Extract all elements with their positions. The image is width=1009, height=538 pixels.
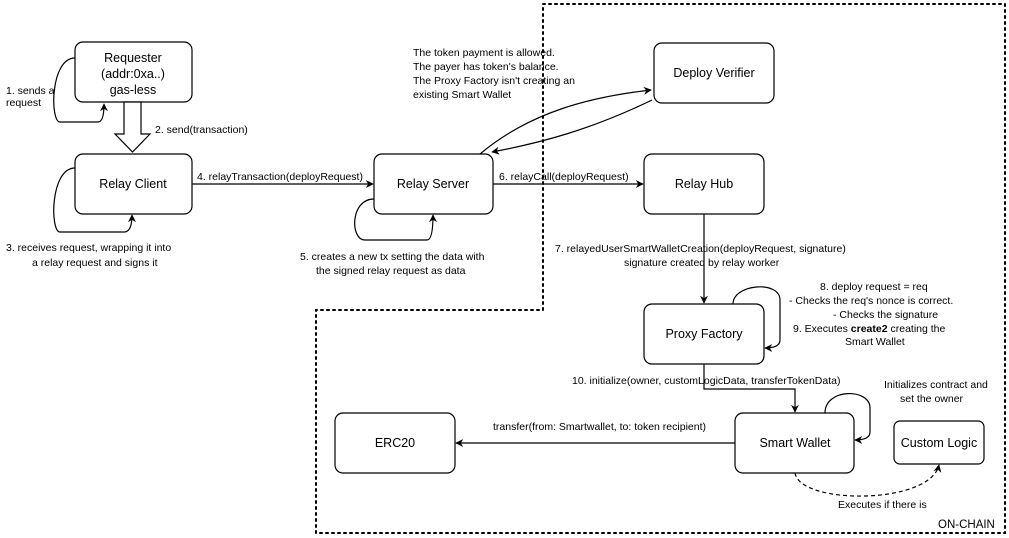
verifier-note-line-1: The token payment is allowed. — [413, 47, 555, 59]
verifier-note-line-2: The payer has token's balance. — [413, 61, 559, 73]
node-relay-hub: Relay Hub — [643, 153, 765, 215]
edge-7-label-line-1: 7. relayedUserSmartWalletCreation(deploy… — [555, 243, 846, 255]
transfer-label: transfer(from: Smartwallet, to: token re… — [493, 421, 706, 433]
node-requester: Requester (addr:0xa..) gas-less — [74, 41, 193, 103]
node-smart-wallet: Smart Wallet — [734, 412, 855, 474]
smart-wallet-label: Smart Wallet — [759, 436, 831, 450]
erc20-label: ERC20 — [375, 436, 415, 450]
edge-3-label-line-1: 3. receives request, wrapping it into — [6, 242, 171, 254]
node-proxy-factory: Proxy Factory — [643, 303, 765, 365]
edge-9-label-line-1: 9. Executes create2 creating the — [793, 323, 946, 335]
edge-init-self-loop — [824, 393, 871, 444]
deploy-verifier-label: Deploy Verifier — [673, 66, 754, 80]
edge-6-label: 6. relayCall(deployRequest) — [499, 171, 629, 183]
edge-8-label-line-3: - Checks the signature — [833, 309, 938, 321]
edge-8-9-self-loop — [732, 286, 781, 352]
edge-8-label-line-1: 8. deploy request = req — [820, 281, 928, 293]
edge-10-arrow — [703, 364, 799, 413]
requester-label-line-2: (addr:0xa..) — [101, 67, 165, 81]
edge-4-label: 4. relayTransaction(deployRequest) — [197, 171, 363, 183]
edge-9-label-bold: create2 — [851, 323, 888, 335]
relay-client-label: Relay Client — [99, 177, 167, 191]
edge-5-self-loop — [354, 198, 437, 241]
verifier-note-line-3: The Proxy Factory isn't creating an — [413, 75, 575, 87]
node-relay-client: Relay Client — [74, 153, 193, 215]
edge-custom-logic-dashed — [794, 464, 942, 497]
edge-1-label-line-1: 1. sends a — [6, 85, 55, 97]
on-chain-label: ON-CHAIN — [938, 519, 995, 531]
init-label-line-1: Initializes contract and — [884, 379, 988, 391]
requester-label-line-3: gas-less — [110, 83, 157, 97]
edge-8-label-line-2: - Checks the req's nonce is correct. — [789, 295, 953, 307]
edge-verifier-to-server — [491, 99, 653, 155]
edge-10-label: 10. initialize(owner, customLogicData, t… — [572, 375, 840, 387]
proxy-factory-label: Proxy Factory — [665, 327, 743, 341]
edge-3-label-line-2: a relay request and signs it — [32, 257, 158, 269]
init-label-line-2: set the owner — [900, 393, 964, 405]
edge-9-label-line-2: Smart Wallet — [845, 336, 905, 348]
custom-label: Executes if there is — [838, 499, 927, 511]
edge-7-label-line-2: signature created by relay worker — [624, 257, 780, 269]
edge-2-label: 2. send(transaction) — [155, 124, 248, 136]
on-chain-region — [315, 3, 1006, 534]
edge-9-label-prefix: 9. Executes — [793, 323, 851, 335]
verifier-note-line-4: existing Smart Wallet — [413, 89, 511, 101]
edge-2-hollow-arrow — [113, 101, 152, 153]
edge-3-self-loop — [53, 167, 136, 233]
relay-server-label: Relay Server — [397, 177, 469, 191]
node-custom-logic: Custom Logic — [893, 420, 985, 465]
relay-hub-label: Relay Hub — [675, 177, 733, 191]
edge-5-label-line-1: 5. creates a new tx setting the data wit… — [300, 251, 485, 263]
node-relay-server: Relay Server — [373, 153, 494, 215]
edge-5-label-line-2: the signed relay request as data — [316, 265, 466, 277]
edge-1-self-loop — [53, 57, 108, 123]
requester-label-line-1: Requester — [104, 51, 162, 65]
node-deploy-verifier: Deploy Verifier — [653, 42, 775, 104]
edge-1-label-line-2: request — [6, 97, 41, 109]
edge-9-label-suffix: creating the — [888, 323, 946, 335]
custom-logic-label: Custom Logic — [901, 436, 977, 450]
edge-server-to-verifier — [479, 86, 652, 155]
node-erc20: ERC20 — [334, 412, 456, 474]
